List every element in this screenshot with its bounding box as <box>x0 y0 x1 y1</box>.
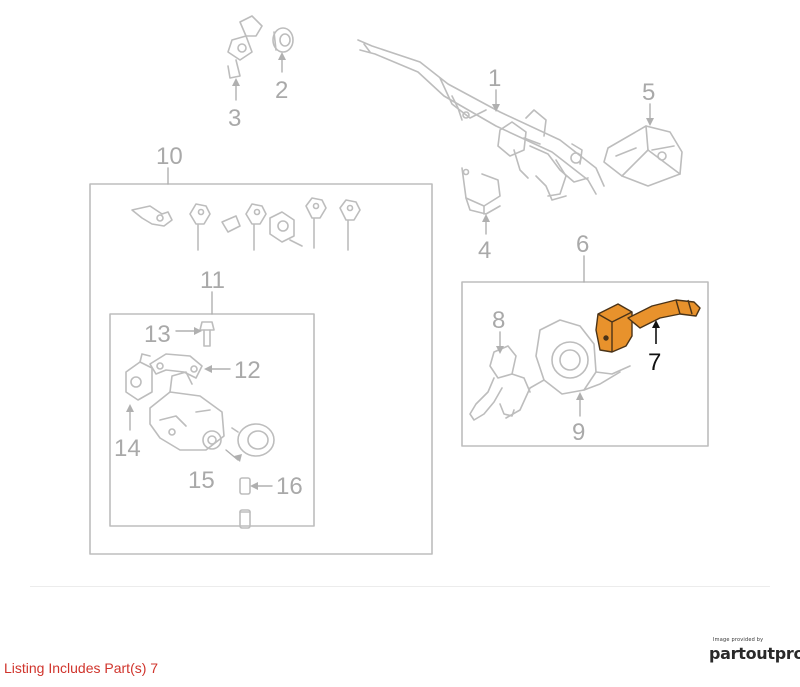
pin-part-16 <box>239 477 251 529</box>
callout-8: 8 <box>492 307 505 334</box>
leader-arrowheads <box>126 52 654 490</box>
callout-1: 1 <box>488 65 501 92</box>
callout-3: 3 <box>228 105 241 132</box>
callout-4: 4 <box>478 237 491 264</box>
callout-2: 2 <box>275 77 288 104</box>
callout-10: 10 <box>156 143 183 170</box>
bracket-part <box>461 167 501 215</box>
diagram-canvas: 1 2 3 5 4 10 11 6 13 12 14 15 16 8 9 7 <box>89 15 709 555</box>
steering-column-part <box>357 39 605 201</box>
bushing-part <box>272 27 294 53</box>
clamp-part-12 <box>149 353 203 379</box>
bolt-part-13 <box>199 321 215 347</box>
highlight-leader <box>652 320 660 344</box>
footer-divider <box>30 586 770 587</box>
callout-5: 5 <box>642 79 655 106</box>
provider-attribution: Image provided by partoutpro <box>709 637 800 663</box>
callout-9: 9 <box>572 419 585 446</box>
group-box-10 <box>89 183 433 555</box>
callout-7-highlighted: 7 <box>648 349 661 376</box>
callout-13: 13 <box>144 321 171 348</box>
clock-spring-part-9 <box>505 319 631 419</box>
callout-labels: 1 2 3 5 4 10 11 6 13 12 14 15 16 8 9 <box>114 65 655 500</box>
callout-14: 14 <box>114 435 141 462</box>
turn-signal-switch-part-7 <box>595 299 701 353</box>
callout-15: 15 <box>188 467 215 494</box>
ignition-switch-part-14 <box>125 353 153 401</box>
combination-switch-part-8 <box>469 345 531 421</box>
partoutpro-logo: partoutpro <box>709 644 800 663</box>
universal-joint-part <box>227 15 263 79</box>
lock-housing-part-11 <box>149 371 225 451</box>
listing-parts-text: Listing Includes Part(s) 7 <box>4 660 159 676</box>
callout-11: 11 <box>200 267 225 294</box>
callout-16: 16 <box>276 473 303 500</box>
cover-part <box>603 125 683 187</box>
provider-caption: Image provided by <box>713 637 764 643</box>
key-set-part <box>131 197 361 251</box>
callout-12: 12 <box>234 357 261 384</box>
callout-6: 6 <box>576 231 589 258</box>
ring-part-15 <box>231 423 275 457</box>
group-box-6 <box>461 281 709 447</box>
